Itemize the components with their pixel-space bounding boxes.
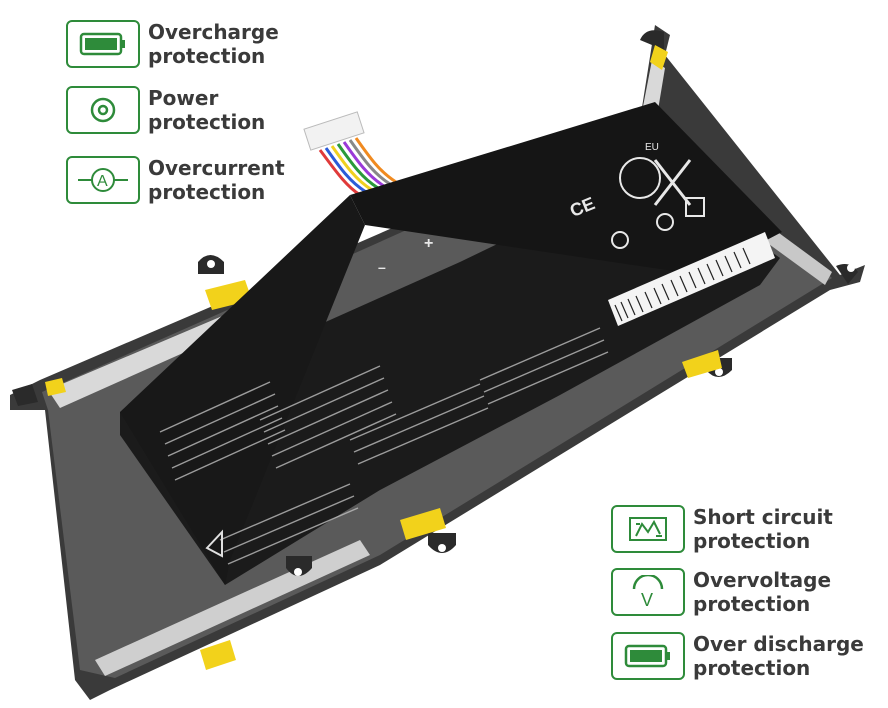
label-fine-print — [159, 327, 609, 565]
mounting-tabs — [12, 30, 858, 576]
circuit-icon — [611, 505, 685, 553]
barcode-sticker — [608, 232, 775, 326]
minus-terminal-mark: – — [378, 259, 386, 275]
power-icon — [66, 86, 140, 134]
wire-connector — [303, 111, 397, 197]
plus-terminal-mark: + — [424, 235, 433, 252]
ammeter-icon: A — [66, 156, 140, 204]
battery-full-icon — [66, 20, 140, 68]
svg-text:A: A — [97, 173, 108, 190]
warning-triangle-icon — [205, 529, 223, 558]
voltage-icon: V — [611, 568, 685, 616]
battery-label-panel — [120, 102, 782, 585]
svg-text:V: V — [641, 590, 653, 609]
certification-marks — [611, 157, 705, 249]
eu-mark: EU — [645, 142, 659, 153]
battery-discharge-icon — [611, 632, 685, 680]
